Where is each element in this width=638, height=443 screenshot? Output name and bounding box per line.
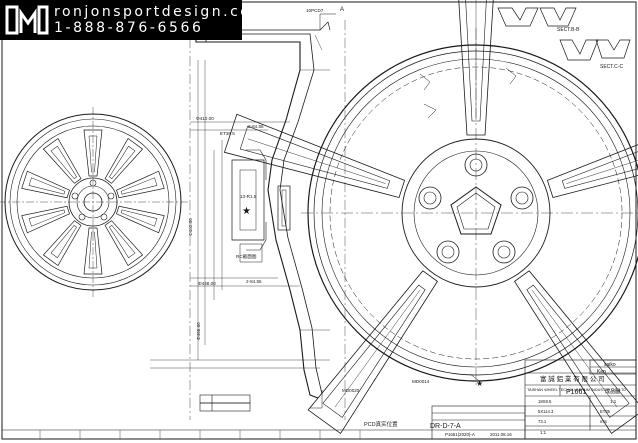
section-labels: SECT.B-B SECT.C-C A RC截面图 PCD真实位置 DR-D-7…	[236, 7, 623, 430]
date-value: 2011.08.16	[490, 432, 512, 437]
scale-label: 1:1	[540, 430, 547, 435]
dim-label: 2-84.55	[246, 279, 262, 284]
brand-logo-icon	[5, 5, 49, 35]
title-block-text: saiko Ken 富 誠 鋁 業 有 限 公 司 TAISHAN WHEEL …	[445, 362, 626, 437]
star-mark: ★	[476, 379, 483, 388]
dim-label: Φ448.00	[198, 281, 216, 286]
drawing-code: DR-D-7-A	[430, 423, 461, 430]
dim-label: 13-R1.5	[240, 194, 257, 199]
title-block	[431, 359, 637, 440]
star-mark: ★	[242, 206, 251, 217]
pcd-label: PCD真实位置	[364, 420, 398, 428]
scale-value: 1:1	[610, 399, 617, 404]
size-value: 18X8.5	[538, 399, 552, 404]
offset-value: ET35	[600, 409, 611, 414]
rim-cross-section	[189, 13, 346, 420]
section-c-label: SECT.C-C	[600, 64, 623, 70]
drawn-by: saiko	[604, 362, 616, 368]
pcd-value: 5X114.3	[538, 409, 554, 414]
construction-marks	[419, 67, 517, 381]
frame-ticks	[39, 430, 361, 439]
dim-label: MD0014	[412, 379, 430, 384]
dim-label: Φ466.60	[196, 322, 201, 340]
dim-label: Φ410.00	[196, 116, 214, 121]
dim-label: 2-84.55	[248, 124, 264, 129]
section-profile-sketches	[497, 7, 631, 61]
checked-by: Ken	[597, 369, 606, 375]
section-dimension-lines	[150, 60, 330, 369]
dim-label: Φ462.00	[188, 218, 193, 236]
dim-label: MD0020	[342, 388, 360, 393]
dimension-labels: 10PCD7 ET38.5 2-84.55 2-84.55 13-R1.5 Φ4…	[188, 8, 430, 393]
company-name-cn: 富 誠 鋁 業 有 限 公 司	[540, 374, 605, 383]
document-number: P1661(2020)-A	[445, 432, 475, 437]
company-name-en: TAISHAN WHEEL TECH ALUMINUM INDUSTRY CO.…	[527, 388, 626, 392]
units-value: mm	[600, 419, 607, 424]
bore-value: 73.1	[538, 419, 547, 424]
small-wheel-front-view	[0, 107, 188, 297]
site-banner: ronjonsportdesign.com 1-888-876-6566	[0, 0, 265, 40]
part-number: P1661	[566, 389, 586, 396]
section-b-label: SECT.B-B	[557, 27, 580, 33]
large-wheel-front-view	[224, 0, 638, 434]
dim-label: ET38.5	[220, 131, 235, 136]
feature-control-frames	[199, 394, 251, 412]
phone-number[interactable]: 1-888-876-6566	[54, 20, 204, 36]
section-a-label: A	[340, 7, 344, 13]
rim-detail-label: RC截面图	[236, 253, 257, 260]
site-url[interactable]: ronjonsportdesign.com	[54, 4, 268, 20]
drawing-type: 成品圖	[605, 388, 620, 395]
dim-label: 10PCD7	[306, 8, 324, 13]
